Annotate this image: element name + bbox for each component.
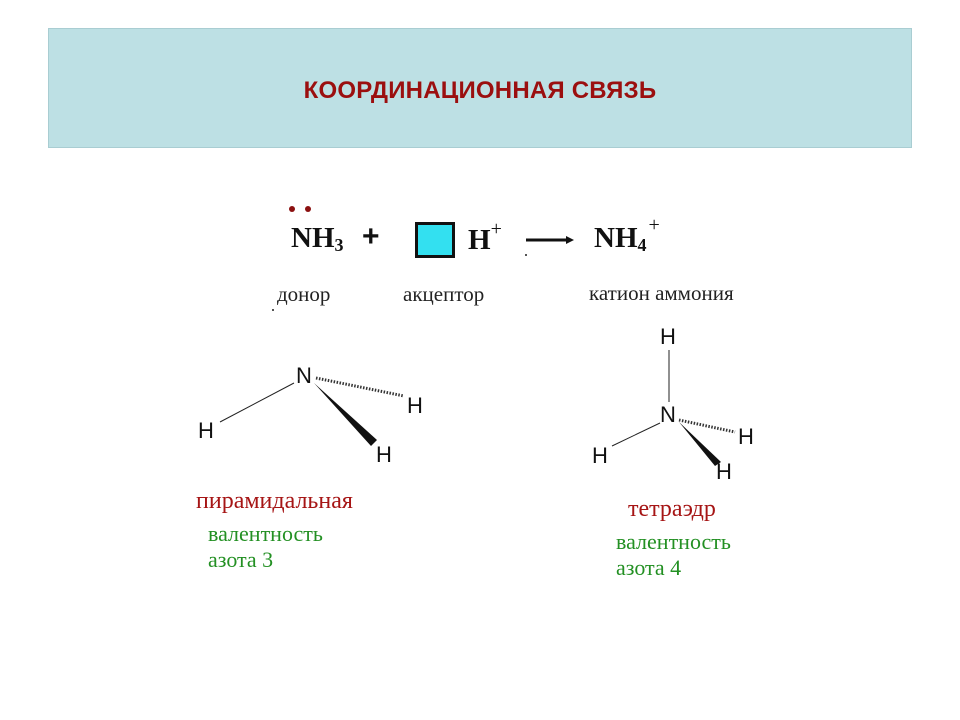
lone-pair-dots [289, 206, 315, 214]
nh3-atom-n: N [296, 363, 312, 388]
nh3-valence-line2: азота 3 [208, 547, 274, 572]
nh4-atom-h-bottom: H [716, 459, 732, 484]
donor-formula: NH3 [291, 222, 344, 255]
product-charge: + [648, 214, 660, 236]
nh4-valence-line1: валентность [616, 529, 731, 554]
nh4-atom-h-right: H [738, 424, 754, 449]
nh3-atom-h-right: H [407, 393, 423, 418]
nh3-bond-left [219, 382, 295, 423]
plus-sign: + [362, 220, 380, 253]
nh4-atom-h-top: H [660, 324, 676, 349]
nh3-valence-line1: валентность [208, 521, 323, 546]
slide-title: КООРДИНАЦИОННАЯ СВЯЗЬ [303, 77, 657, 104]
lone-pair-dot [289, 206, 295, 212]
nh4-atom-h-left: H [592, 443, 608, 468]
acceptor-formula-main: H [468, 224, 491, 256]
title-banner: КООРДИНАЦИОННАЯ СВЯЗЬ [48, 28, 912, 148]
acceptor-charge: + [490, 218, 502, 240]
donor-label: донор [277, 282, 331, 306]
arrow-mark [525, 254, 527, 256]
nh4-valence-caption: валентность азота 4 [616, 529, 731, 581]
product-label: катион аммония [589, 281, 734, 305]
nh3-shape-caption: пирамидальная [196, 488, 353, 514]
lone-pair-dot [305, 206, 311, 212]
product-formula: NH4+ [594, 214, 660, 255]
nh3-bond-wedge [314, 383, 377, 446]
stray-mark [272, 309, 274, 311]
empty-orbital-box [415, 222, 455, 258]
nh4-shape-caption: тетраэдр [628, 496, 716, 522]
product-formula-main: NH [594, 222, 638, 254]
nh3-atom-h-bottom: H [376, 442, 392, 467]
acceptor-formula: H+ [468, 218, 502, 257]
acceptor-label: акцептор [403, 282, 485, 306]
nh3-bond-hashed [315, 376, 405, 398]
nh4-bond-hashed [678, 418, 736, 434]
arrow-head [566, 236, 574, 244]
nh4-valence-line2: азота 4 [616, 555, 682, 580]
nh4-atom-n: N [660, 402, 676, 427]
nh4-bond-left [611, 422, 661, 447]
donor-formula-subscript: 3 [334, 235, 344, 255]
product-formula-subscript: 4 [637, 235, 647, 255]
donor-formula-main: NH [291, 222, 335, 254]
nh3-atom-h-left: H [198, 418, 214, 443]
nh4-bond-wedge [679, 422, 721, 466]
nh3-valence-caption: валентность азота 3 [208, 521, 323, 573]
